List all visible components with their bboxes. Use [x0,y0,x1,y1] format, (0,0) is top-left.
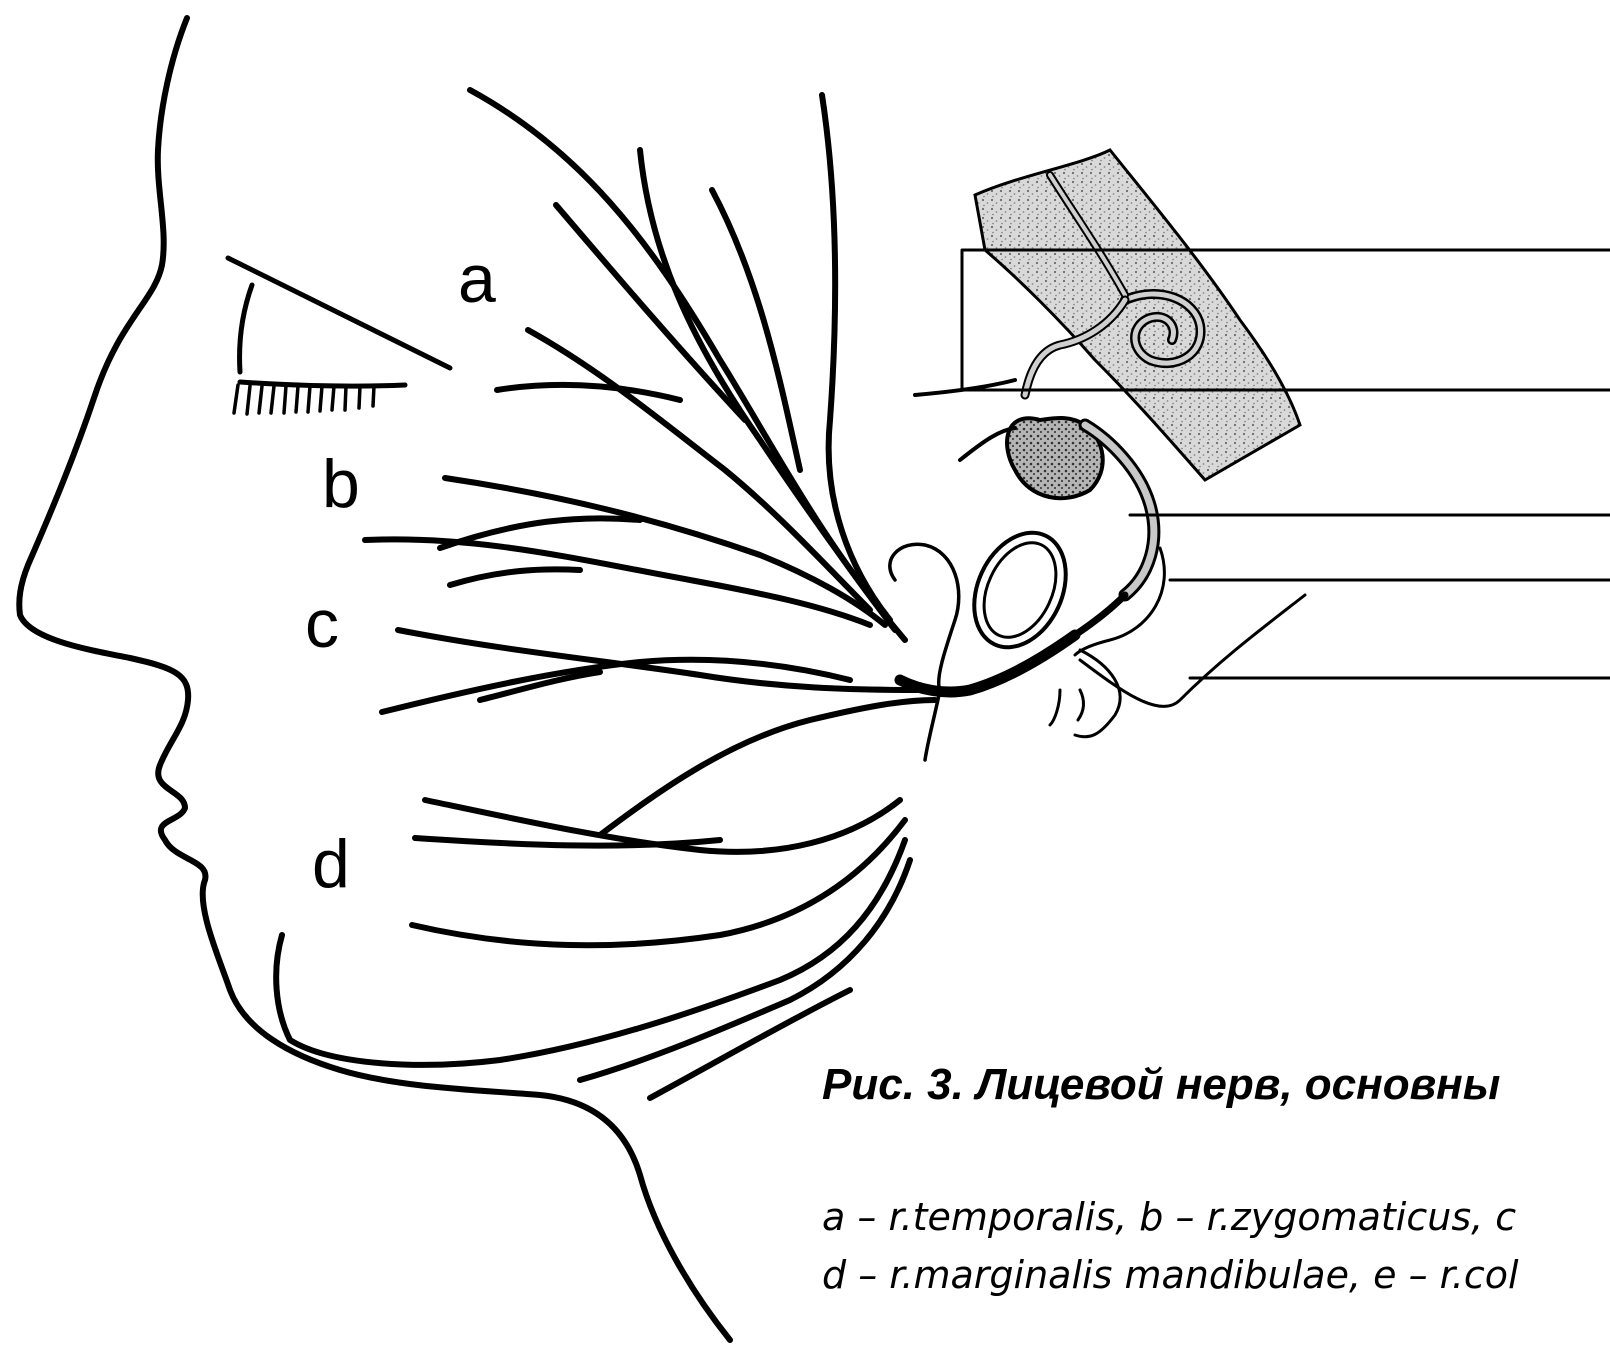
eye [228,258,450,414]
figure-caption-line-2: d – r.marginalis mandibulae, e – r.col [822,1253,1519,1297]
buccal-branches [382,630,920,712]
figure-caption-title: Рис. 3. Лицевой нерв, основны [822,1060,1500,1110]
mandibular-branches [276,700,935,1098]
facial-nerve-trunk [900,635,1075,692]
label-c: c [305,590,339,658]
label-b: b [322,450,360,518]
temporal-branches [470,90,905,640]
label-d: d [312,830,350,898]
label-a: a [458,245,496,313]
figure-caption-line-1: a – r.temporalis, b – r.zygomaticus, c [822,1195,1516,1239]
ear-structures [890,518,1305,760]
